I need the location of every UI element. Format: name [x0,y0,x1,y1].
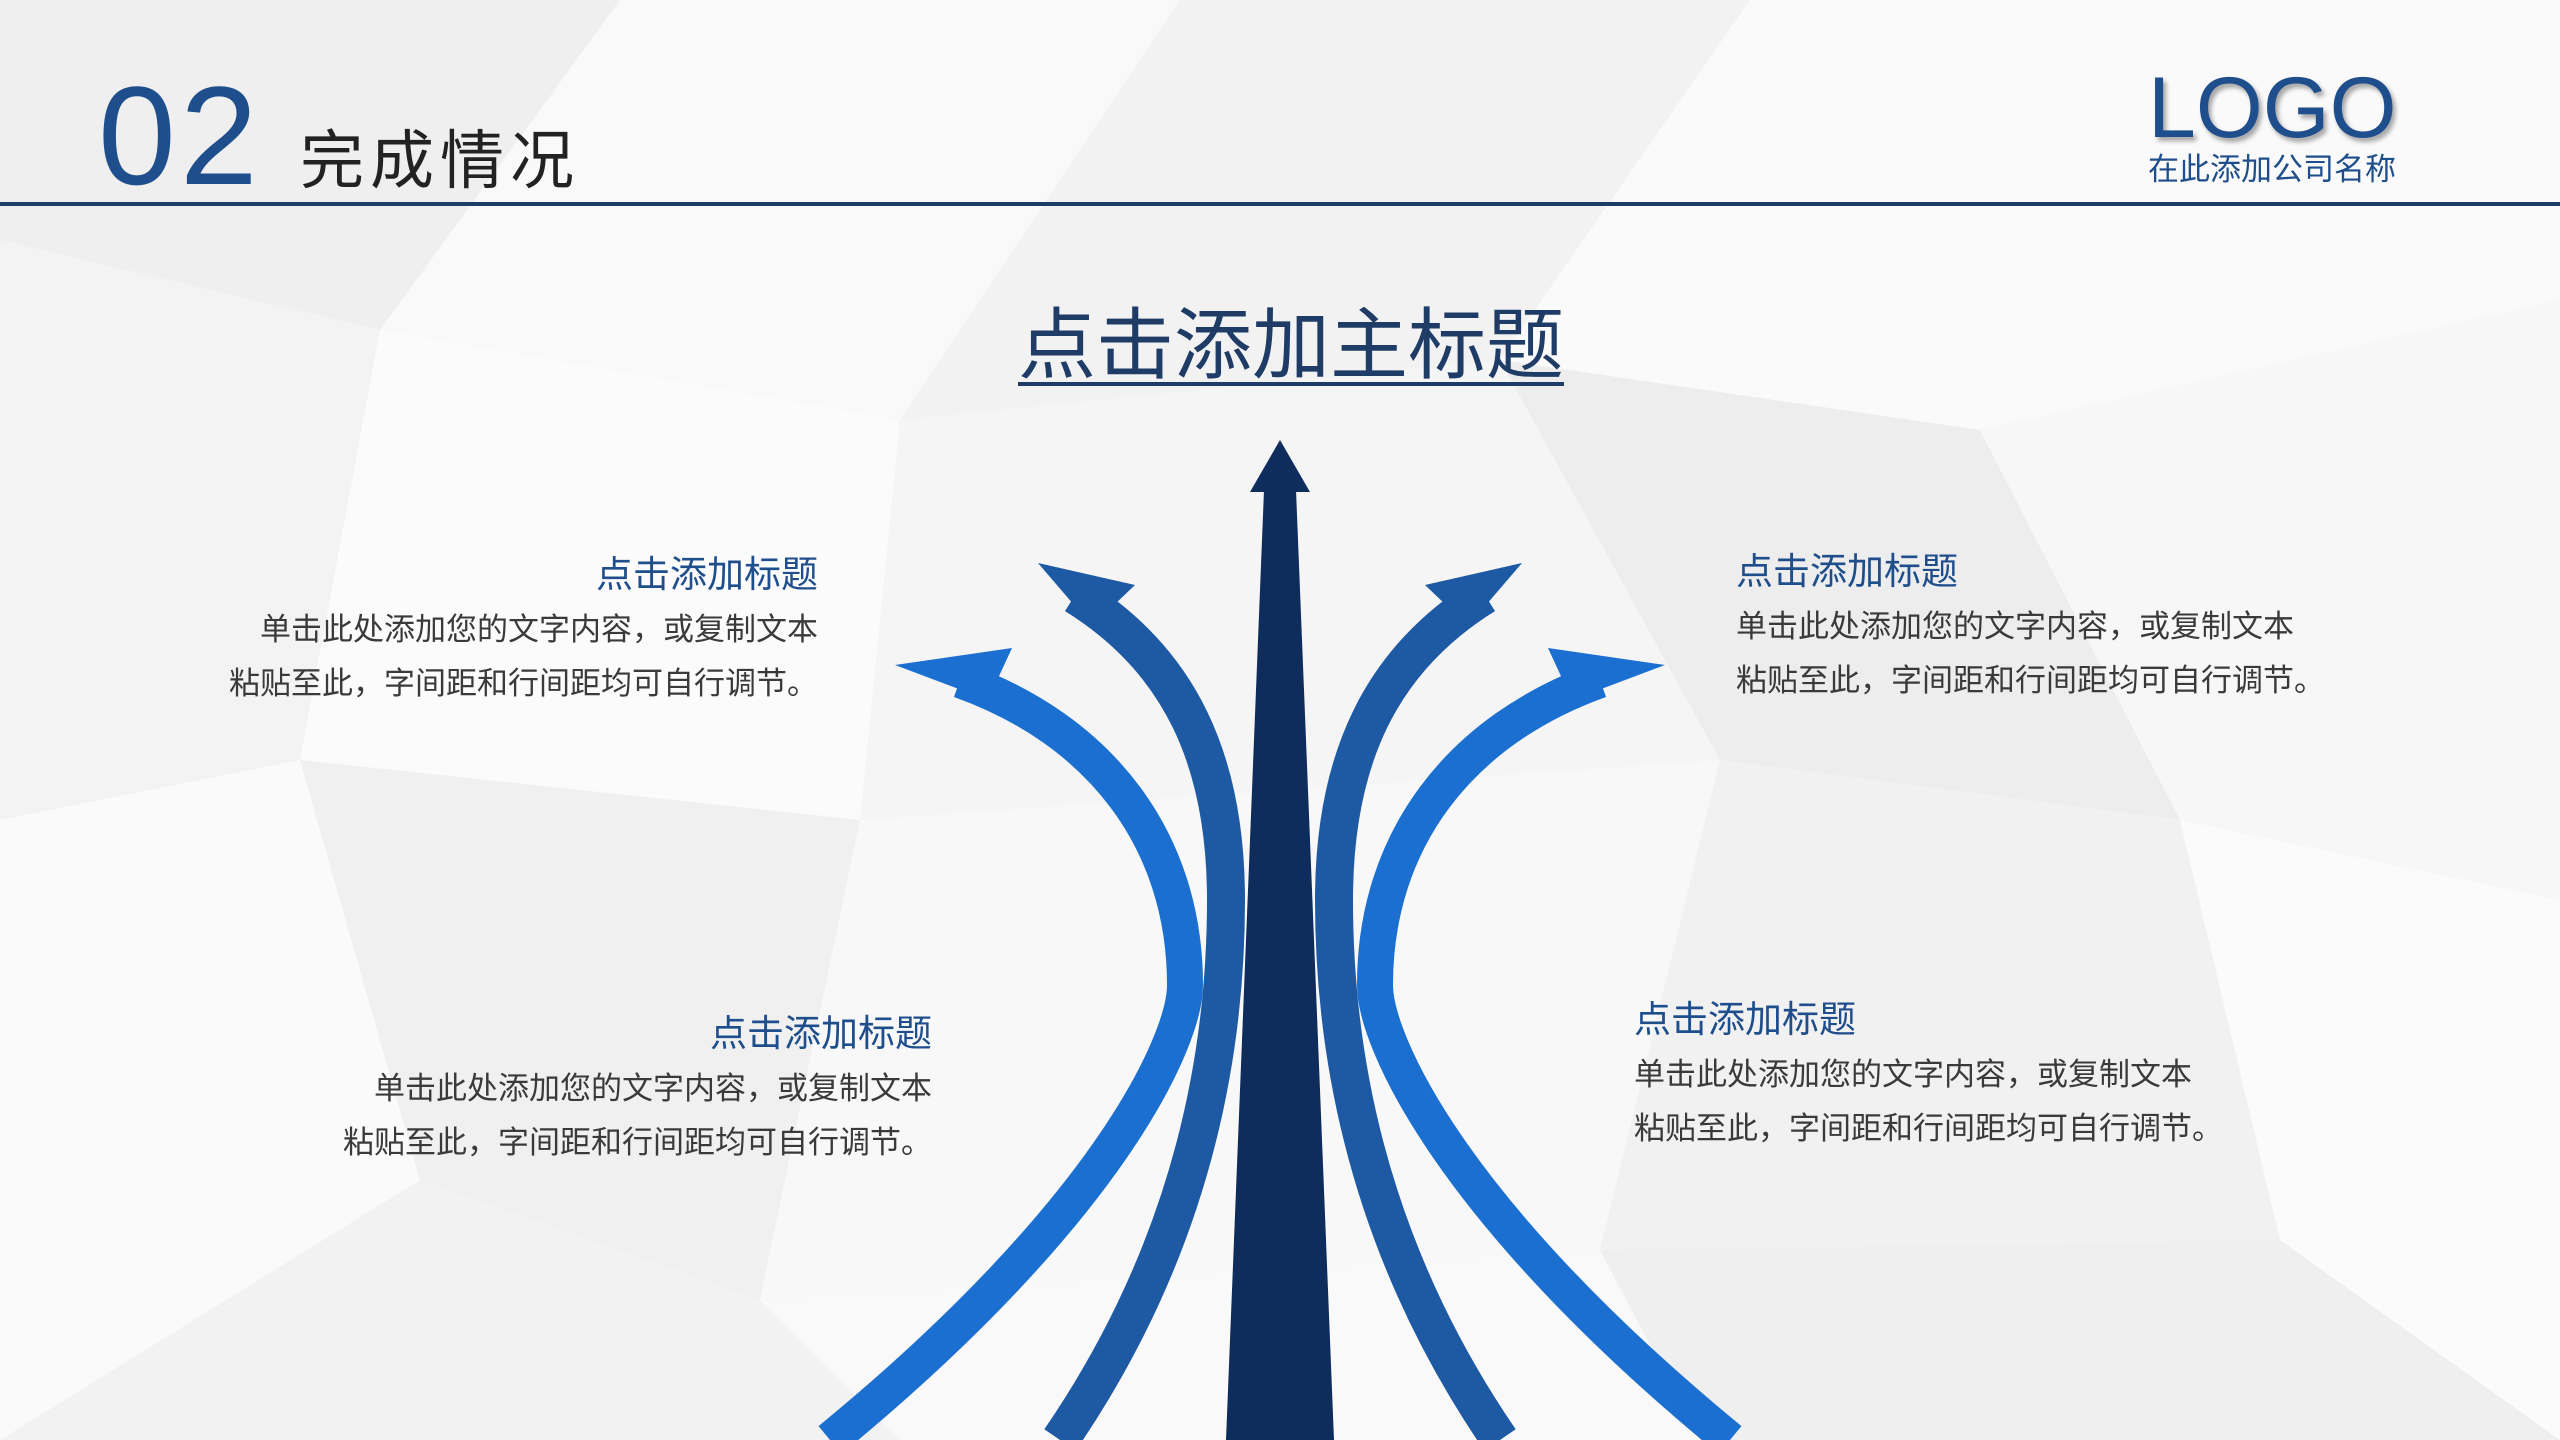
block-body[interactable]: 单击此处添加您的文字内容，或复制文本 粘贴至此，字间距和行间距均可自行调节。 [232,1062,932,1170]
block-body-line: 粘贴至此，字间距和行间距均可自行调节。 [343,1125,932,1161]
text-block-top-left: 点击添加标题 单击此处添加您的文字内容，或复制文本 粘贴至此，字间距和行间距均可… [118,549,818,711]
section-title: 完成情况 [300,125,580,199]
section-number: 02 [98,57,262,214]
text-block-bottom-right: 点击添加标题 单击此处添加您的文字内容，或复制文本 粘贴至此，字间距和行间距均可… [1634,994,2334,1156]
block-body[interactable]: 单击此处添加您的文字内容，或复制文本 粘贴至此，字间距和行间距均可自行调节。 [1736,600,2436,708]
header-divider [0,202,2560,206]
block-body-line: 粘贴至此，字间距和行间距均可自行调节。 [1736,663,2325,699]
company-name: 在此添加公司名称 [2148,152,2396,188]
block-title[interactable]: 点击添加标题 [596,553,818,596]
block-body-line: 粘贴至此，字间距和行间距均可自行调节。 [1634,1111,2223,1147]
arrow-outer-right [1356,648,1742,1440]
main-title[interactable]: 点击添加主标题 [1018,301,1565,391]
text-block-bottom-left: 点击添加标题 单击此处添加您的文字内容，或复制文本 粘贴至此，字间距和行间距均可… [232,1008,932,1170]
block-body-line: 单击此处添加您的文字内容，或复制文本 [1634,1057,2192,1093]
block-body-line: 单击此处添加您的文字内容，或复制文本 [260,612,818,648]
arrow-center [1226,440,1334,1440]
block-title[interactable]: 点击添加标题 [710,1012,932,1055]
block-body[interactable]: 单击此处添加您的文字内容，或复制文本 粘贴至此，字间距和行间距均可自行调节。 [118,603,818,711]
block-body-line: 粘贴至此，字间距和行间距均可自行调节。 [229,666,818,702]
block-title[interactable]: 点击添加标题 [1634,998,1856,1041]
block-body-line: 单击此处添加您的文字内容，或复制文本 [1736,609,2294,645]
text-block-top-right: 点击添加标题 单击此处添加您的文字内容，或复制文本 粘贴至此，字间距和行间距均可… [1736,546,2436,708]
arrow-inner-left [1038,563,1246,1440]
block-title[interactable]: 点击添加标题 [1736,550,1958,593]
block-body[interactable]: 单击此处添加您的文字内容，或复制文本 粘贴至此，字间距和行间距均可自行调节。 [1634,1048,2334,1156]
arrow-outer-left [818,648,1204,1440]
block-body-line: 单击此处添加您的文字内容，或复制文本 [374,1071,932,1107]
logo: LOGO [2148,60,2397,156]
arrow-inner-right [1314,563,1522,1440]
